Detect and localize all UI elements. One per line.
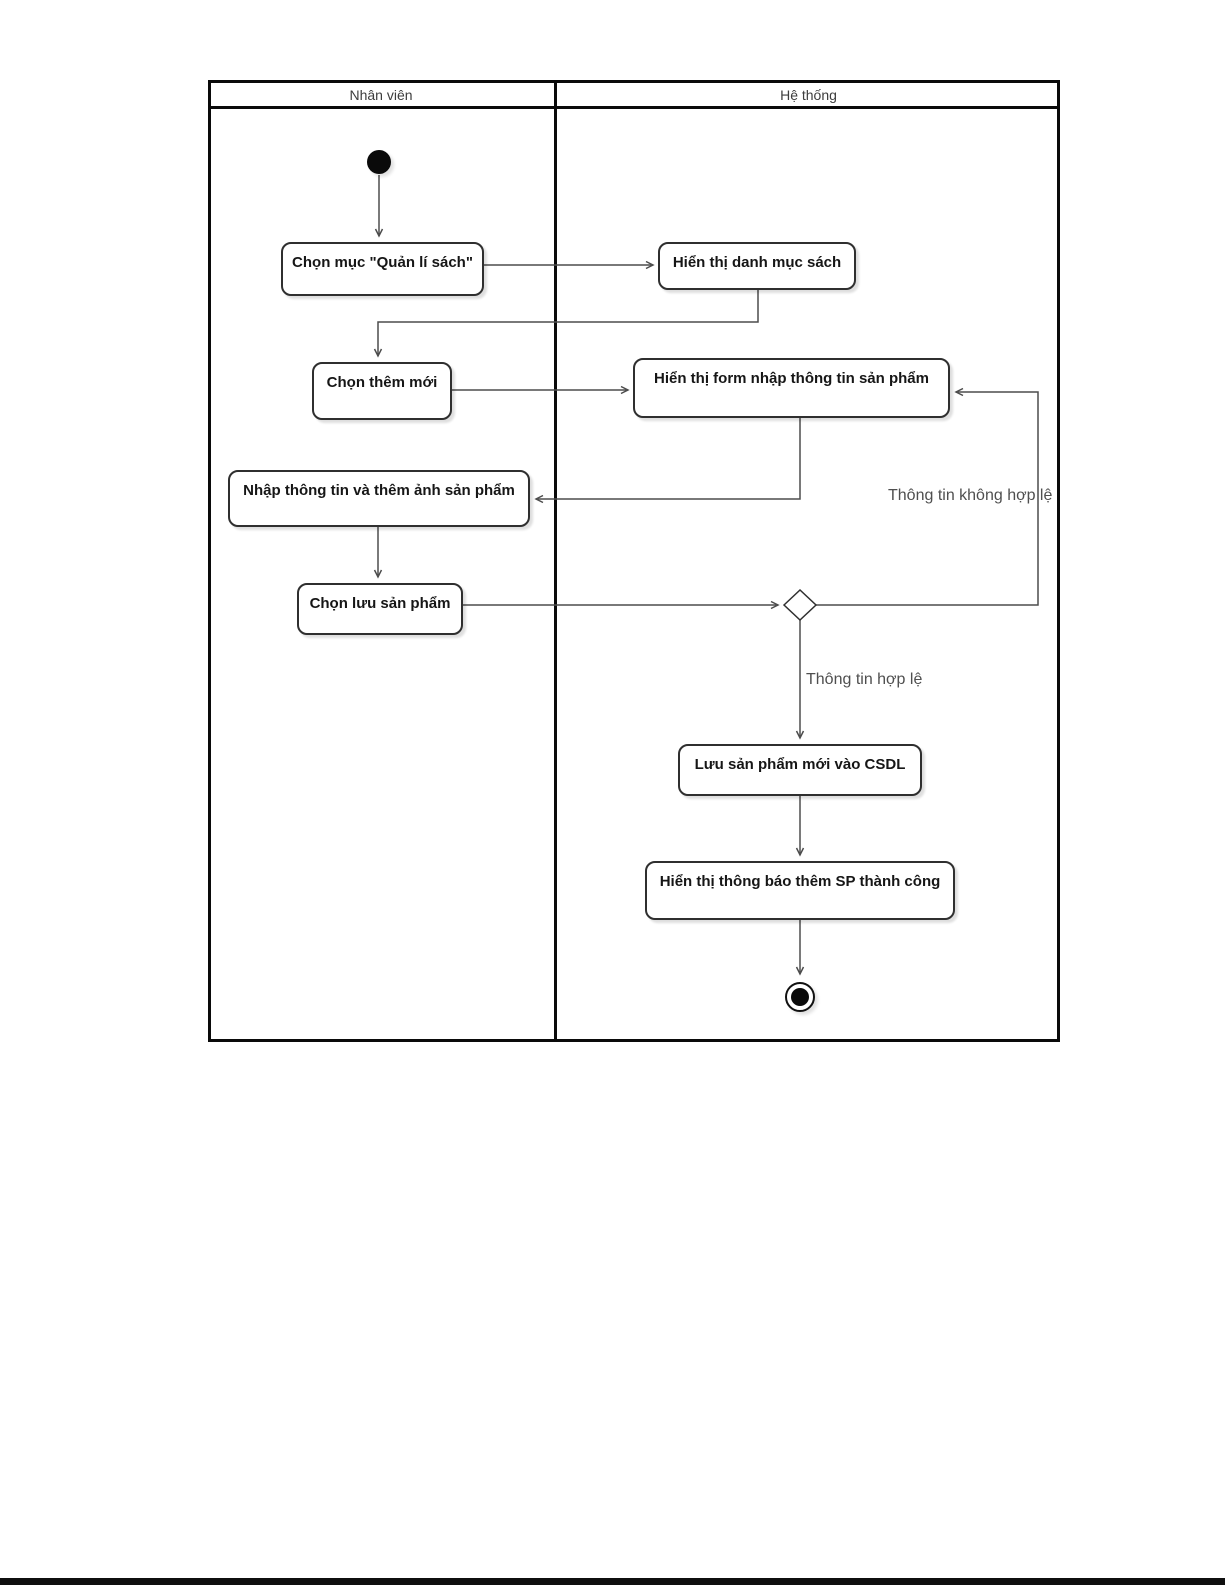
lane-header-he-thong: Hệ thống bbox=[780, 87, 837, 103]
activity-show-catalog: Hiển thị danh mục sách bbox=[658, 242, 856, 290]
activity-choose-add-new: Chọn thêm mới bbox=[312, 362, 452, 420]
swimlane-frame bbox=[208, 80, 1060, 1042]
guard-label-invalid: Thông tin không hợp lệ bbox=[888, 487, 1053, 504]
activity-save-to-db: Lưu sản phẩm mới vào CSDL bbox=[678, 744, 922, 796]
activity-show-success: Hiển thị thông báo thêm SP thành công bbox=[645, 861, 955, 920]
final-node-core bbox=[791, 988, 809, 1006]
lane-header-separator bbox=[208, 106, 1060, 109]
activity-choose-save: Chọn lưu sản phẩm bbox=[297, 583, 463, 635]
activity-choose-menu: Chọn mục "Quản lí sách" bbox=[281, 242, 484, 296]
lane-divider bbox=[554, 80, 557, 1042]
page-bottom-bar bbox=[0, 1578, 1225, 1585]
activity-enter-info: Nhập thông tin và thêm ảnh sản phẩm bbox=[228, 470, 530, 527]
final-node bbox=[785, 982, 815, 1012]
guard-label-valid: Thông tin hợp lệ bbox=[806, 671, 923, 688]
initial-node bbox=[367, 150, 391, 174]
activity-show-form: Hiển thị form nhập thông tin sản phẩm bbox=[633, 358, 950, 418]
lane-header-nhan-vien: Nhân viên bbox=[349, 87, 413, 103]
